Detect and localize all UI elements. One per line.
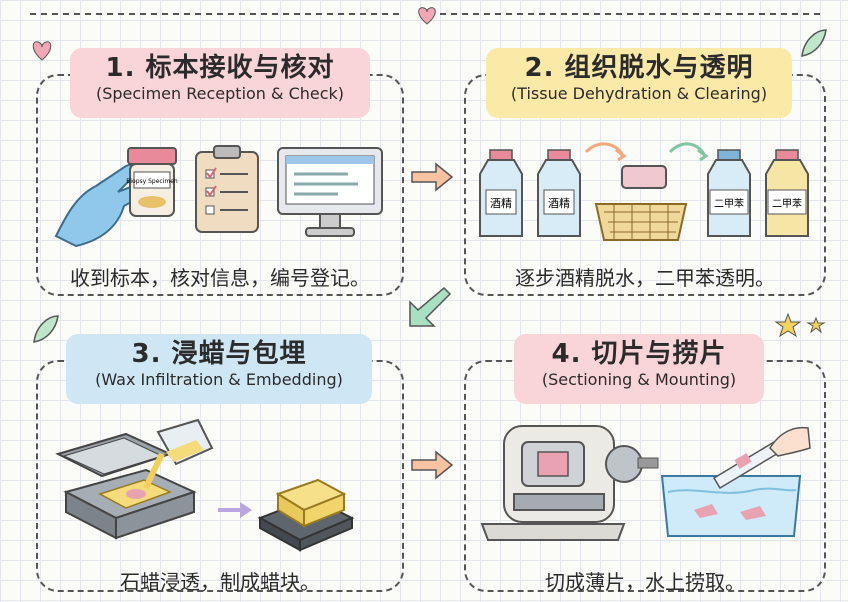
leaf-icon [801, 29, 827, 57]
step-4-title-zh: 4. 切片与捞片 [551, 339, 727, 369]
step-3-title-en: (Wax Infiltration & Embedding) [95, 370, 343, 389]
step-2-title-en: (Tissue Dehydration & Clearing) [510, 84, 768, 103]
alcohol-bottle-icon: 酒精 [479, 149, 523, 237]
step-4-title: 4. 切片与捞片 (Sectioning & Mounting) [514, 334, 764, 404]
bottle-label-4: 二甲苯 [772, 197, 802, 210]
step-2-title-zh: 2. 组织脱水与透明 [524, 53, 754, 83]
step-1-title: 1. 标本接收与核对 (Specimen Reception & Check) [70, 48, 370, 118]
step-4-caption: 切成薄片，水上捞取。 [545, 570, 745, 594]
step-2-title: 2. 组织脱水与透明 (Tissue Dehydration & Clearin… [486, 48, 792, 118]
beaker-icon [143, 418, 214, 490]
wax-block-icon [257, 478, 355, 552]
step-2-illustration: 酒精 酒精 二甲苯 二甲苯 [479, 142, 809, 241]
xylene-bottle-icon: 二甲苯 [707, 149, 751, 237]
step-4-title-en: (Sectioning & Mounting) [541, 370, 737, 389]
water-bath-icon [660, 426, 811, 537]
step-1-title-en: (Specimen Reception & Check) [95, 84, 345, 103]
microtome-icon [480, 425, 659, 541]
step-1-title-zh: 1. 标本接收与核对 [105, 53, 335, 83]
arrow-right-icon [411, 162, 454, 192]
monitor-icon [277, 147, 383, 237]
star-icon [774, 312, 826, 338]
heart-icon [418, 7, 436, 25]
step-1-illustration: Biopsy Specimen [54, 145, 383, 248]
arrow-down-left-icon [409, 286, 452, 327]
jar-label: Biopsy Specimen [126, 178, 178, 185]
step-2-caption: 逐步酒精脱水，二甲苯透明。 [515, 266, 775, 290]
glove-hand-icon [54, 164, 147, 248]
step-3-title: 3. 浸蜡与包埋 (Wax Infiltration & Embedding) [66, 334, 372, 404]
step-4-illustration [480, 425, 811, 541]
checklist-icon [195, 145, 259, 233]
heart-icon [32, 41, 52, 61]
leaf-icon [33, 315, 59, 343]
top-decoration [30, 7, 820, 25]
step-1-caption: 收到标本，核对信息，编号登记。 [70, 266, 370, 290]
bottle-label-3: 二甲苯 [714, 197, 744, 210]
step-3-title-zh: 3. 浸蜡与包埋 [131, 339, 307, 369]
arrow-right-icon [411, 450, 454, 480]
step-3-caption: 石蜡浸透，制成蜡块。 [120, 570, 320, 594]
bottle-label-2: 酒精 [548, 197, 570, 210]
specimen-jar-icon: Biopsy Specimen [126, 147, 178, 217]
bottle-label-1: 酒精 [490, 197, 512, 210]
xylene-bottle-icon: 二甲苯 [765, 149, 809, 237]
step-3-illustration [55, 418, 355, 552]
basket-icon [594, 165, 688, 241]
alcohol-bottle-icon: 酒精 [537, 149, 581, 237]
